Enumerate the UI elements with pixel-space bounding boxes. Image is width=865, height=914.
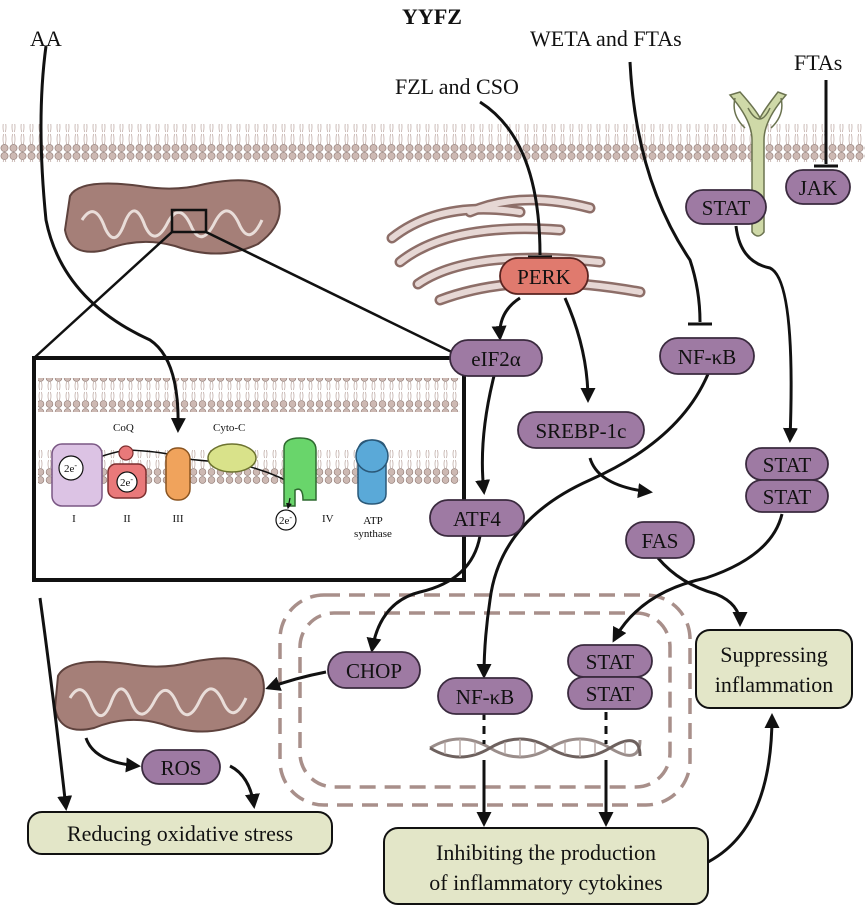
atp-synthase-icon <box>355 439 389 473</box>
svg-text:Reducing oxidative stress: Reducing oxidative stress <box>67 821 293 846</box>
complex-iv-icon <box>283 437 317 507</box>
node-atf4: ATF4 <box>429 499 525 537</box>
input-weta-ftas: WETA and FTAs <box>530 26 682 51</box>
svg-text:SREBP-1c: SREBP-1c <box>535 419 626 443</box>
svg-text:I: I <box>72 513 76 525</box>
input-fzl-cso: FZL and CSO <box>395 74 519 99</box>
node-perk: PERK <box>499 257 589 295</box>
svg-text:JAK: JAK <box>799 176 838 200</box>
svg-text:eIF2α: eIF2α <box>471 347 521 371</box>
svg-text:III: III <box>173 513 184 525</box>
node-stat-nucleus-dimer: STAT STAT <box>567 644 653 710</box>
node-stat-dimer: STAT STAT <box>745 447 829 513</box>
cell-membrane <box>0 124 865 162</box>
outcome-reducing-oxidative-stress: Reducing oxidative stress <box>27 811 333 855</box>
node-fas: FAS <box>625 521 695 559</box>
mitochondrion-icon-bottom <box>53 657 265 733</box>
svg-text:ATF4: ATF4 <box>453 507 501 531</box>
svg-text:STAT: STAT <box>763 453 812 477</box>
svg-text:ROS: ROS <box>161 756 202 780</box>
svg-text:inflammation: inflammation <box>715 672 834 697</box>
coq-label: CoQ <box>113 422 134 434</box>
outcome-inhibiting-cytokines: Inhibiting the production of inflammator… <box>383 827 709 905</box>
svg-text:Suppressing: Suppressing <box>720 642 828 667</box>
svg-text:2e-: 2e- <box>120 475 133 489</box>
outcome-suppressing-inflammation: Suppressing inflammation <box>695 629 853 709</box>
mitochondrion-icon-top <box>63 179 281 255</box>
dna-icon <box>429 737 642 759</box>
cytoc-label: Cyto-C <box>213 422 245 434</box>
svg-text:FAS: FAS <box>642 529 679 553</box>
svg-text:IV: IV <box>322 513 334 525</box>
svg-text:STAT: STAT <box>702 196 751 220</box>
svg-text:PERK: PERK <box>517 265 571 289</box>
node-eif2a: eIF2α <box>449 339 543 377</box>
svg-text:Inhibiting the production: Inhibiting the production <box>436 840 656 865</box>
complex-iii-icon <box>165 447 191 501</box>
svg-text:STAT: STAT <box>586 650 635 674</box>
input-ftas: FTAs <box>794 50 842 75</box>
svg-text:2e-: 2e- <box>64 461 77 475</box>
node-stat-membrane: STAT <box>685 189 767 225</box>
node-srebp-1c: SREBP-1c <box>517 411 645 449</box>
etc-inset: 2e- 2e- 2e- CoQ Cyto-C I II III IV ATP s… <box>32 356 466 582</box>
svg-text:CHOP: CHOP <box>346 659 402 683</box>
svg-text:2e-: 2e- <box>279 513 292 527</box>
svg-text:NF-κB: NF-κB <box>678 345 736 369</box>
nucleus-outer-membrane <box>278 593 692 807</box>
receptor-icon <box>728 91 788 237</box>
svg-text:STAT: STAT <box>763 485 812 509</box>
svg-text:II: II <box>123 513 131 525</box>
svg-text:of inflammatory cytokines: of inflammatory cytokines <box>429 870 662 895</box>
node-chop: CHOP <box>327 651 421 689</box>
svg-text:synthase: synthase <box>354 528 392 540</box>
node-ros: ROS <box>141 749 221 785</box>
node-nfkb-cytoplasm: NF-κB <box>659 337 755 375</box>
svg-text:NF-κB: NF-κB <box>456 685 514 709</box>
cytochrome-c-icon <box>207 443 257 473</box>
node-nfkb-nucleus: NF-κB <box>437 677 533 715</box>
zoom-box <box>170 208 208 234</box>
svg-text:STAT: STAT <box>586 682 635 706</box>
node-jak: JAK <box>785 169 851 205</box>
diagram-title: YYFZ <box>402 4 462 29</box>
svg-text:ATP: ATP <box>363 515 383 527</box>
